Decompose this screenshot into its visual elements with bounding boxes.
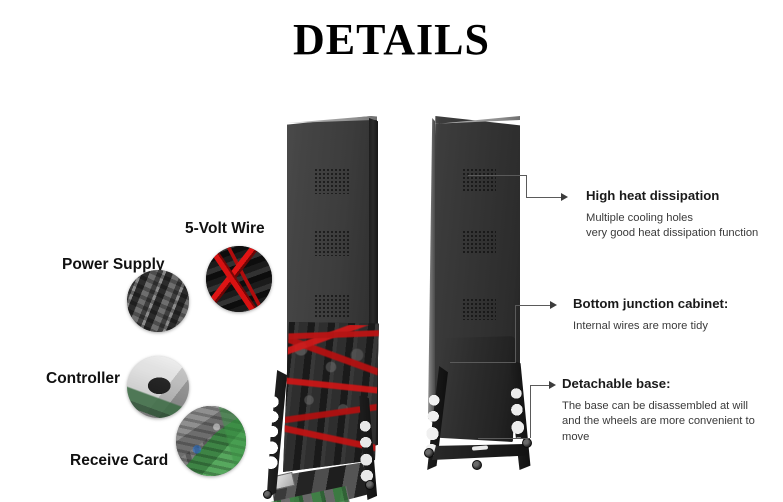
leader-heat-horizontal-1 — [468, 175, 526, 176]
cooling-vent-upper-right — [462, 168, 496, 192]
base-wing-holes-right-left-side — [426, 394, 440, 456]
callout-body-heat: Multiple cooling holes very good heat di… — [586, 211, 759, 240]
leader-junction-vertical — [515, 305, 516, 362]
callout-detachable-base: Detachable base: The base can be disasse… — [562, 376, 783, 445]
power-supply-photo — [127, 270, 189, 332]
leader-heat-arrow-icon — [561, 193, 568, 201]
base-wing-holes-left — [265, 396, 279, 470]
cooling-vent-mid-left — [314, 230, 350, 256]
five-volt-wire-photo — [206, 246, 272, 312]
label-five-volt-wire: 5-Volt Wire — [185, 220, 265, 237]
power-supply-inset — [127, 270, 189, 332]
page-title: DETAILS — [293, 15, 490, 64]
callout-body-junction: Internal wires are more tidy — [573, 319, 708, 332]
callout-body-base: The base can be disassembled at will and… — [562, 399, 755, 443]
callout-title-junction: Bottom junction cabinet: — [573, 296, 729, 311]
base-wing-holes-right-right-side — [510, 388, 525, 456]
base-plate — [432, 444, 528, 460]
label-controller: Controller — [46, 370, 121, 387]
bottom-junction-cabinet-cover — [438, 336, 516, 442]
leader-base-arrow-icon — [549, 381, 556, 389]
leader-junction-inner-pointer — [450, 362, 516, 363]
five-volt-wire-inset — [206, 246, 272, 312]
leader-heat-vertical — [526, 175, 527, 197]
callout-high-heat-dissipation: High heat dissipation Multiple cooling h… — [586, 188, 783, 242]
cabinet-left-edge-right — [428, 118, 435, 425]
cabinet-right-edge-left — [369, 118, 378, 448]
leader-junction-horizontal-2 — [515, 305, 551, 306]
cooling-vent-lower-right — [462, 298, 496, 320]
callout-title-heat: High heat dissipation — [586, 188, 720, 203]
led-poster-closed — [410, 108, 550, 470]
base-wing-holes-right — [359, 420, 373, 482]
receive-card-inset — [176, 406, 246, 476]
leader-junction-arrow-icon — [550, 301, 557, 309]
callout-bottom-junction-cabinet: Bottom junction cabinet: Internal wires … — [573, 296, 783, 334]
cooling-vent-lower-left — [314, 294, 350, 318]
label-power-supply: Power Supply — [62, 256, 165, 273]
leader-heat-horizontal-2 — [526, 197, 562, 198]
caster-wheel-left-front — [263, 490, 272, 499]
cabinet-top-bevel-left — [288, 116, 377, 123]
caster-wheel-right-rear — [522, 438, 532, 448]
caster-wheel-left-rear — [365, 480, 375, 490]
receive-card-photo — [176, 406, 246, 476]
leader-base-horizontal-2 — [530, 385, 550, 386]
label-receive-card: Receive Card — [70, 452, 169, 469]
callout-title-base: Detachable base: — [562, 376, 671, 391]
caster-wheel-right-front — [424, 448, 434, 458]
caster-wheel-right-mid — [472, 460, 482, 470]
leader-base-vertical — [530, 385, 531, 438]
cooling-vent-upper-left — [314, 168, 350, 194]
cooling-vent-mid-right — [462, 230, 496, 254]
leader-base-horizontal-1 — [478, 438, 530, 439]
led-poster-open — [255, 108, 385, 502]
